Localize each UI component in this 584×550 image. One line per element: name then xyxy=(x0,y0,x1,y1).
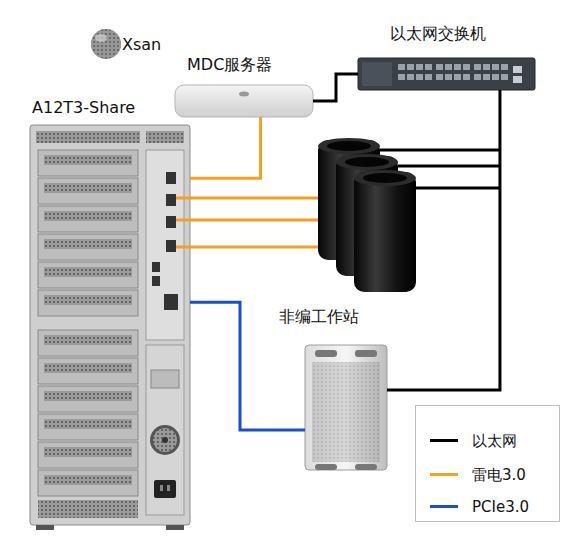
mac-mini xyxy=(175,85,313,117)
storage-enclosure xyxy=(30,125,190,530)
server-node: MDC服务器 xyxy=(175,85,313,117)
legend-swatch xyxy=(430,439,458,442)
ethernet-wires xyxy=(380,150,500,188)
legend-row: 雷电3.0 xyxy=(430,465,555,485)
device-label: MDC服务器 xyxy=(187,55,347,75)
legend-text: PCIe3.0 xyxy=(472,497,562,517)
legend-row: 以太网 xyxy=(430,431,555,451)
ethernet-switch xyxy=(358,58,535,90)
legend-text: 雷电3.0 xyxy=(472,465,562,485)
device-label: A12T3-Share xyxy=(32,98,192,118)
mac-pro-cylinders xyxy=(318,138,416,292)
legend-swatch xyxy=(430,473,458,476)
legend-swatch xyxy=(430,505,458,508)
legend-row: PCIe3.0 xyxy=(430,497,555,517)
legend-text: 以太网 xyxy=(472,431,562,451)
device-label: 以太网交换机 xyxy=(390,24,550,44)
software-label: Xsan xyxy=(122,35,202,55)
legend-box: 以太网雷电3.0PCIe3.0 xyxy=(415,405,560,522)
xsan-icon xyxy=(91,29,121,59)
cable-connector xyxy=(313,74,358,101)
cable-connector xyxy=(190,117,261,178)
device-label: 非编工作站 xyxy=(279,307,439,327)
storage-node: A12T3-Share xyxy=(30,125,190,525)
cable-connector xyxy=(387,90,500,390)
workstation-node: 非编工作站 xyxy=(305,345,387,470)
workstation-tower xyxy=(305,345,387,470)
switch-node: 以太网交换机 xyxy=(358,58,535,90)
